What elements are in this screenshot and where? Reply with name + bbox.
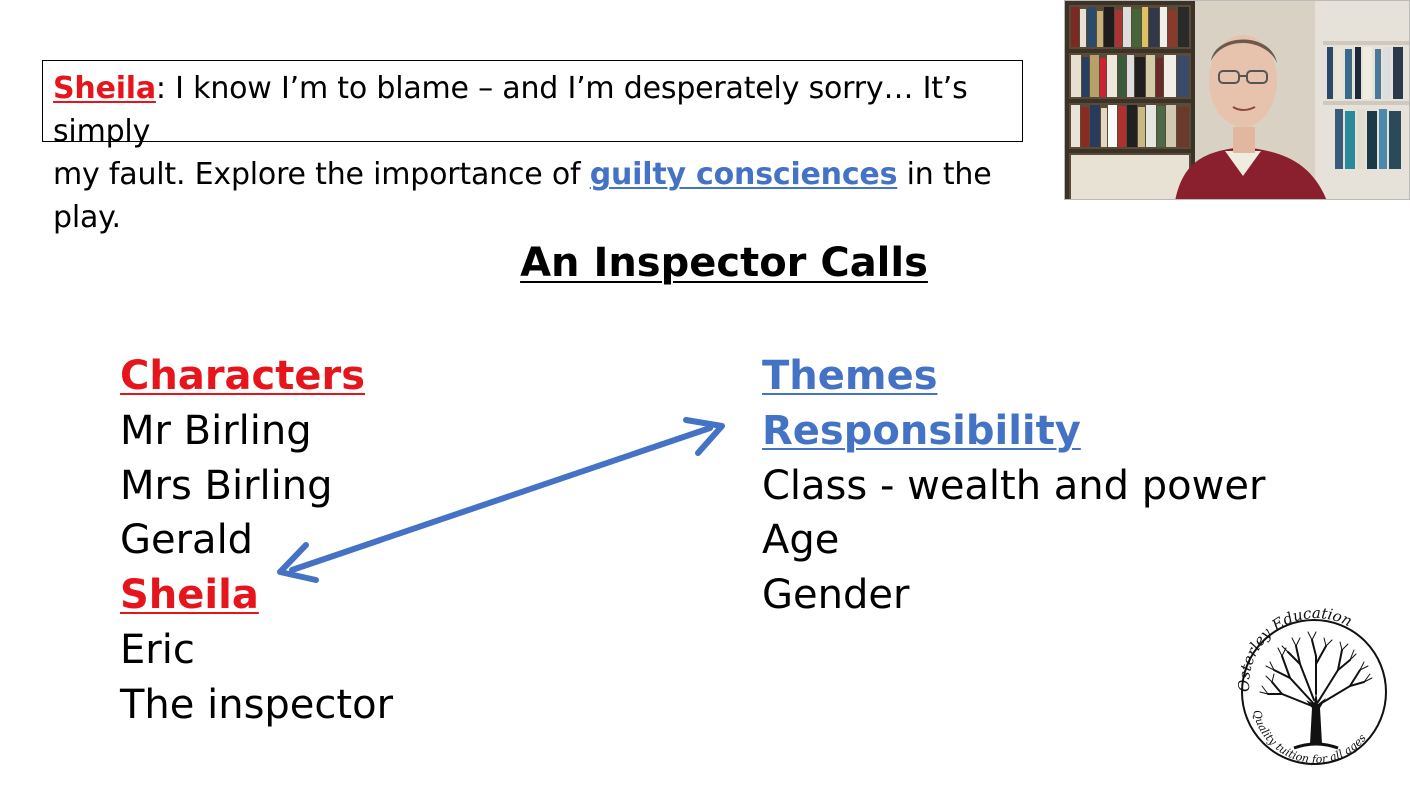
question-suffix: in the play. — [53, 157, 992, 235]
speaker-name: Sheila — [53, 71, 156, 106]
characters-column: Characters Mr Birling Mrs Birling Gerald… — [120, 349, 393, 733]
osterley-education-logo: Osterley Education Quality tuition for a… — [1230, 604, 1408, 776]
presenter-video-image — [1065, 1, 1409, 199]
question-box: Sheila: I know I’m to blame – and I’m de… — [42, 60, 1023, 235]
theme-item: Gender — [762, 572, 910, 619]
character-item: Mrs Birling — [120, 462, 333, 509]
characters-heading: Characters — [120, 353, 366, 399]
character-item: Eric — [120, 626, 195, 673]
themes-heading: Themes — [762, 353, 938, 399]
webcam-video-feed — [1064, 0, 1410, 200]
question-line-2: my fault. Explore the importance of guil… — [53, 153, 1012, 239]
themes-column: Themes Responsibility Class - wealth and… — [762, 349, 1265, 623]
theme-item: Class - wealth and power — [762, 462, 1266, 509]
character-item-highlighted: Sheila — [120, 572, 259, 619]
question-prefix: my fault. Explore the importance of — [53, 157, 590, 192]
tree-logo-icon: Osterley Education Quality tuition for a… — [1230, 604, 1408, 776]
character-item: Mr Birling — [120, 407, 312, 454]
character-item: Gerald — [120, 517, 254, 564]
theme-item-highlighted: Responsibility — [762, 407, 1081, 454]
slide-title: An Inspector Calls — [520, 240, 928, 286]
question-line-1: Sheila: I know I’m to blame – and I’m de… — [53, 67, 1012, 153]
quote-text: : I know I’m to blame – and I’m desperat… — [53, 71, 968, 149]
character-item: The inspector — [120, 681, 394, 728]
question-keyword: guilty consciences — [589, 157, 898, 192]
theme-item: Age — [762, 517, 840, 564]
